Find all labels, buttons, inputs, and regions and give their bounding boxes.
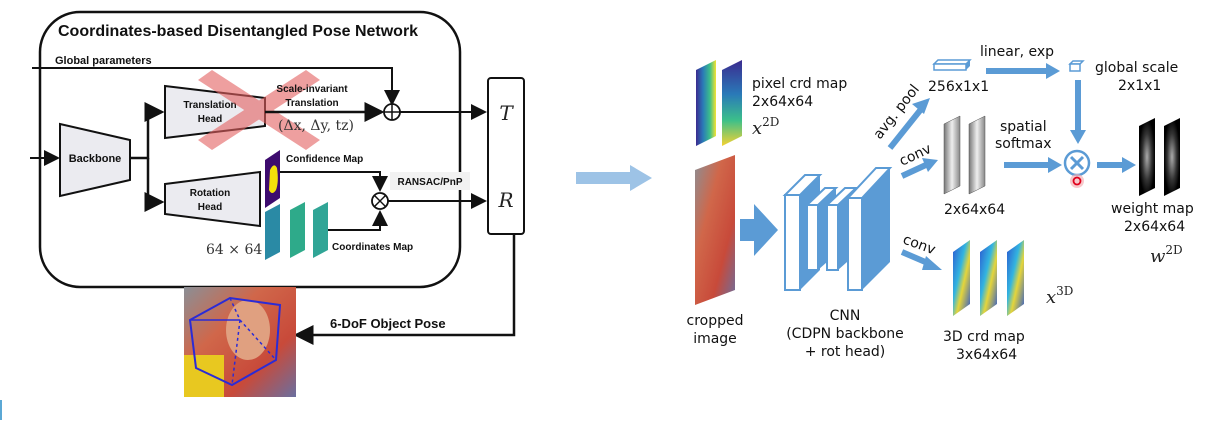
confidence-arrow — [280, 171, 388, 192]
cnn-label-2: (CDPN backbone — [786, 326, 904, 342]
pose-output-box — [487, 77, 525, 235]
coordinates-map-image-1 — [265, 204, 280, 260]
pose-return-arrow — [293, 234, 516, 345]
ransac-label-bg — [390, 172, 470, 190]
cropped-image-label-1: cropped — [687, 313, 744, 329]
cursor-halo — [1070, 174, 1084, 188]
scale-invariant-label-2: Translation — [285, 98, 338, 109]
conv-top-arrow — [900, 161, 930, 179]
x3d-symbol: x3D — [1046, 284, 1073, 308]
to-rotation-arrow — [144, 158, 165, 212]
pixel-crd-map-image-1 — [696, 60, 716, 146]
cnn-label-1: CNN — [830, 308, 861, 324]
to-translation-arrow — [130, 102, 165, 160]
crd3d-image-3 — [1007, 240, 1024, 316]
input-arrow-right — [740, 204, 778, 256]
avg-pool-arrow — [887, 106, 925, 150]
weight-map-image-1 — [1139, 118, 1155, 196]
map-size-label: 64 × 64 — [206, 242, 262, 258]
cnn-block — [782, 167, 893, 291]
rotation-head-block — [164, 170, 261, 228]
ransac-label: RANSAC/PnP — [397, 177, 462, 188]
global-scale-size: 2x1x1 — [1118, 78, 1161, 94]
heatmap-size-label: 2x64x64 — [944, 202, 1005, 218]
rotation-head-label-2: Head — [198, 202, 222, 213]
transition-arrow — [576, 165, 652, 191]
coordinates-map-image-2 — [290, 202, 305, 258]
cropped-image — [695, 155, 735, 305]
confidence-map-label: Confidence Map — [286, 154, 363, 165]
pixel-crd-map-label: pixel crd map — [752, 76, 847, 92]
crd3d-label: 3D crd map — [943, 329, 1025, 345]
R-label: R — [497, 188, 513, 212]
cross-out-mark — [198, 70, 320, 150]
backbone-block — [59, 122, 131, 198]
weight-map-label: weight map — [1111, 201, 1194, 217]
scale-weight-diagram: pixel crd map 2x64x64 x2D cropped image … — [687, 44, 1194, 363]
pixel-crd-map-image-2 — [722, 60, 742, 146]
network-title: Coordinates-based Disentangled Pose Netw… — [58, 23, 418, 40]
crd3d-size: 3x64x64 — [956, 347, 1017, 363]
weight-map-image-2 — [1164, 118, 1180, 196]
linear-exp-label: linear, exp — [980, 44, 1054, 60]
translation-head-label-2: Head — [198, 114, 222, 125]
scale-invariant-label-1: Scale-invariant — [276, 84, 348, 95]
cnn-label-3: + rot head) — [805, 344, 886, 360]
global-parameters-label: Global parameters — [55, 55, 152, 67]
global-scale-label: global scale — [1095, 60, 1178, 76]
edge-marker — [0, 400, 2, 420]
coordinates-map-label: Coordinates Map — [332, 242, 413, 253]
x2d-symbol: x2D — [752, 115, 779, 139]
global-params-arrow — [32, 67, 400, 106]
cropped-image-label-2: image — [693, 331, 737, 347]
coordinates-arrow — [328, 210, 388, 231]
rotation-head-label-1: Rotation — [190, 188, 231, 199]
heatmap-image-2 — [968, 115, 986, 195]
feature-256-label: 256x1x1 — [928, 79, 989, 95]
T-label: T — [499, 101, 514, 125]
backbone-label: Backbone — [69, 153, 122, 165]
pose-result-image — [184, 287, 296, 397]
pose-output-label: 6-DoF Object Pose — [330, 316, 446, 331]
translation-formula: (Δx, Δy, tz) — [278, 118, 354, 134]
translation-head-label-1: Translation — [183, 100, 236, 111]
w2d-symbol: w2D — [1150, 243, 1183, 267]
spatial-softmax-label-2: softmax — [995, 136, 1052, 152]
weight-map-size: 2x64x64 — [1124, 219, 1185, 235]
heatmap-image-1 — [943, 115, 961, 195]
crd3d-image-2 — [980, 240, 997, 316]
pixel-crd-map-size: 2x64x64 — [752, 94, 813, 110]
coordinates-map-image-3 — [313, 202, 328, 258]
cdpn-diagram: Coordinates-based Disentangled Pose Netw… — [30, 10, 525, 397]
spatial-softmax-label-1: spatial — [1000, 119, 1047, 135]
mouse-cursor-indicator — [1072, 176, 1082, 186]
crd3d-image-1 — [953, 240, 970, 316]
